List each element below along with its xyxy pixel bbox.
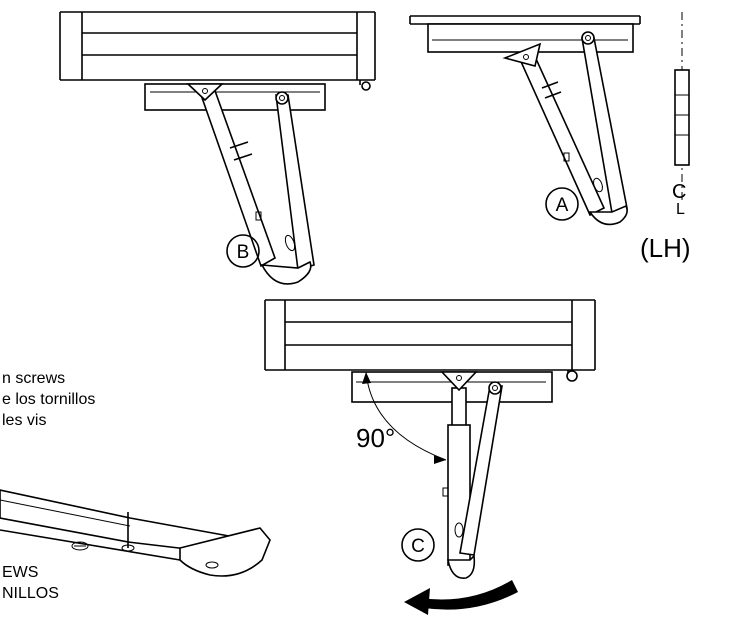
note-line-2: e los tornillos (2, 391, 95, 408)
callout-b (226, 234, 260, 268)
centerline-l-label: L (676, 201, 685, 218)
note-line-1: n screws (2, 370, 65, 387)
figure-b: B (59, 11, 376, 285)
screw-detail: n screws e los tornillos les vis EWS NIL… (0, 370, 271, 602)
centerline-c-label: C (672, 181, 686, 203)
label-c: C (411, 536, 425, 557)
note-line-3: les vis (2, 412, 46, 429)
callout-a (545, 187, 579, 221)
figure-a: A (409, 15, 641, 226)
label-b: B (237, 242, 250, 263)
side-view: C L (LH) (640, 12, 691, 263)
note-line-4: EWS (2, 564, 38, 581)
rotation-arrow (420, 580, 518, 610)
label-a: A (556, 195, 569, 216)
angle-label: 90° (356, 423, 395, 453)
lh-label: (LH) (640, 233, 691, 263)
note-line-5: NILLOS (2, 585, 59, 602)
figure-c: 90° C (264, 299, 596, 615)
callout-c (401, 528, 435, 562)
